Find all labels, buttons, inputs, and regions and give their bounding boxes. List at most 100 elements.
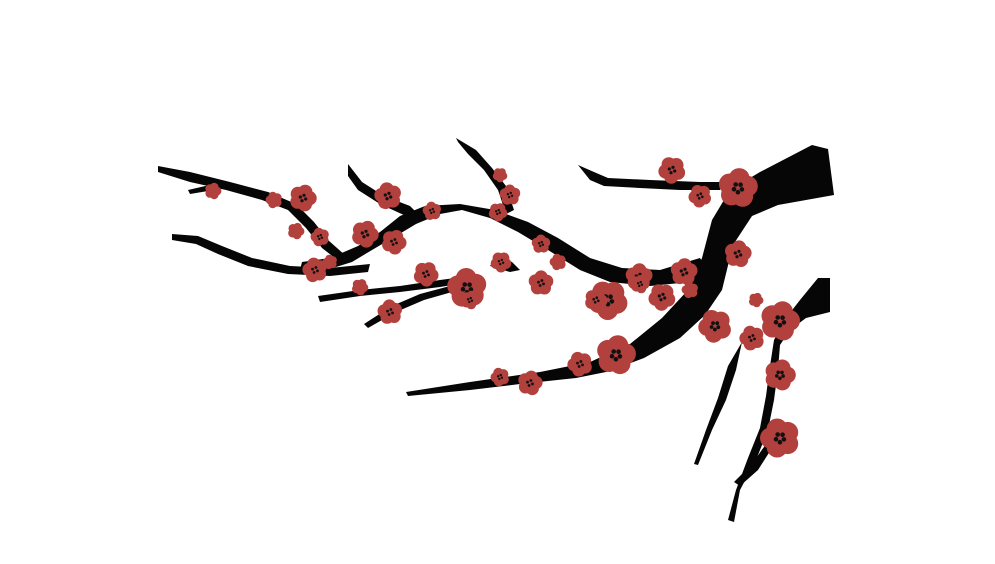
blossom [490,367,509,387]
blossom-stamen [777,439,783,445]
blossom-stamen [389,308,393,311]
blossom-core [380,188,396,204]
blossom [302,257,327,283]
blossom-stamen [389,195,393,199]
blossom [718,168,758,207]
blossom-stamen [659,298,663,302]
blossom-core [536,239,546,249]
blossom-stamen [737,249,741,253]
blossom-stamen [716,325,721,330]
blossom [698,310,731,343]
blossom [492,168,508,183]
blossom-stamen [385,197,389,201]
blossom-stamen [775,374,779,378]
blossom-stamen [509,191,512,195]
blossom-core [308,263,322,277]
blossom-stamen [314,266,318,269]
blossom-stamen [775,432,780,437]
blossom-stamen [733,251,737,255]
blossom-stamen [638,284,641,288]
blossom-stamen [510,194,514,197]
blossom-stamen [671,165,675,169]
blossom [648,284,676,311]
blossom [447,268,487,307]
blossom-core [706,317,724,335]
blossom [681,281,698,299]
blossom-stamen [711,321,715,325]
blossom-core [504,189,516,201]
blossom-stamen [497,260,501,263]
blossom [265,191,282,209]
blossom-core [730,246,746,262]
blossom-core [553,257,563,267]
blossom [490,252,512,273]
blossom-stamen [685,271,689,275]
blossom-stamen [462,282,468,287]
blossom-core [291,226,301,236]
blossom-stamen [318,237,321,241]
blossom-stamen [386,309,389,313]
blossom-stamen [669,171,673,175]
blossom-stamen [617,354,623,359]
blossom-stamen [496,375,500,378]
blossom-stamen [496,212,499,216]
blossoms [205,157,800,458]
blossom-stamen [579,360,583,363]
blossom-stamen [360,231,364,235]
blossom-stamen [611,349,616,354]
blossom-stamen [432,210,436,213]
blossom-stamen [366,233,370,237]
blossom-core [664,162,680,178]
blossom [205,182,222,200]
blossom [760,418,799,458]
blossom-stamen [780,432,785,438]
blossom-stamen [781,320,787,325]
blossom-stamen [581,363,584,367]
blossom-stamen [541,243,545,246]
right-twig-down [694,342,742,465]
blossom [310,227,329,247]
blossom-core [769,310,791,332]
blossom-stamen [739,187,745,192]
blossom [382,230,407,255]
blossom-stamen [713,327,717,332]
blossom [518,370,543,396]
blossom-stamen [304,197,308,201]
blossom-stamen [539,244,542,248]
blossom-stamen [497,208,500,212]
blossom-stamen [592,297,595,301]
blossom-core [269,195,279,205]
blossom-stamen [781,374,785,378]
blossom [352,279,369,296]
blossom-core [496,171,504,179]
blossom-stamen [540,279,544,282]
blossom-stamen [500,258,503,262]
blossom-stamen [364,229,368,233]
blossom [567,351,592,377]
blossom-stamen [501,261,505,264]
blossom-stamen [776,370,780,375]
blossom [374,182,401,210]
blossom-stamen [430,211,433,215]
blossom-stamen [697,197,701,200]
blossom-stamen [673,169,677,173]
blossom-stamen [683,267,687,271]
blossom-stamen [542,282,545,286]
blossom-core [495,372,505,382]
blossom-core [523,376,537,390]
blossom-stamen [427,273,430,277]
left-lower-twig [172,234,370,276]
blossom-core [752,296,760,304]
blossom-stamen [537,242,541,245]
blossom-stamen [731,186,737,192]
blossom-stamen [319,233,322,237]
blossom-stamen [775,315,780,320]
blossom [631,274,650,294]
blossom-stamen [499,373,502,377]
blossom-stamen [780,315,785,321]
blossom-core [326,258,334,266]
blossom-stamen [470,299,474,302]
blossom-core [208,186,218,196]
far-left-twig [158,166,346,262]
blossom-core [357,226,373,242]
